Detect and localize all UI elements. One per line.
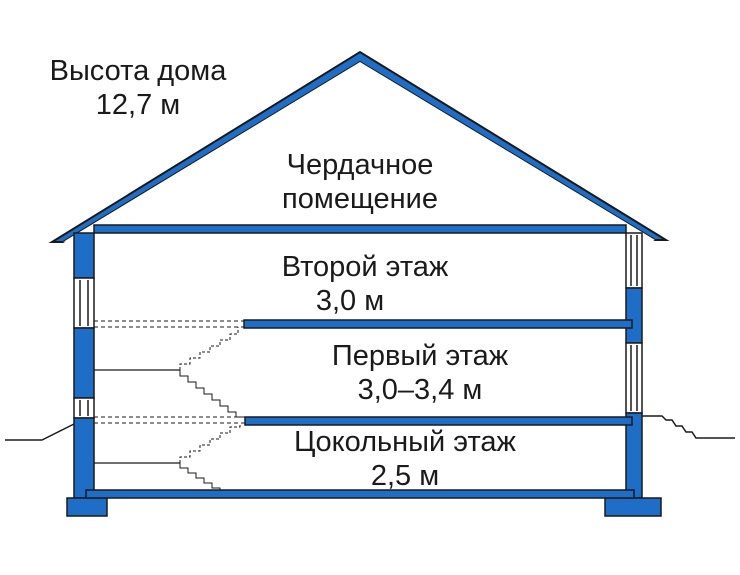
staircase-upper bbox=[179, 327, 245, 418]
first-floor-height: 3,0–3,4 м bbox=[357, 374, 483, 406]
second-floor-height: 3,0 м bbox=[315, 285, 385, 317]
first-floor-label: Первый этаж 3,0–3,4 м bbox=[285, 339, 555, 407]
landings bbox=[94, 369, 180, 464]
right-wall bbox=[604, 232, 662, 517]
second-floor-name: Второй этаж bbox=[281, 251, 449, 283]
dashed-slab-lines bbox=[94, 320, 245, 424]
attic-label-line2: помещение bbox=[282, 183, 438, 215]
roof bbox=[48, 50, 670, 243]
floor-slabs bbox=[85, 224, 635, 499]
house-height-value: 12,7 м bbox=[95, 89, 181, 121]
attic-slab bbox=[93, 224, 627, 234]
second-floor-label: Второй этаж 3,0 м bbox=[230, 250, 500, 318]
house-height-title: Высота дома bbox=[49, 55, 227, 87]
first-floor-name: Первый этаж bbox=[331, 340, 509, 372]
basement-slab bbox=[85, 489, 635, 499]
second-floor-slab bbox=[243, 319, 633, 329]
first-floor-slab bbox=[244, 416, 633, 426]
basement-name: Цокольный этаж bbox=[294, 426, 516, 458]
ground-line bbox=[5, 415, 735, 441]
house-height-label: Высота дома 12,7 м bbox=[20, 54, 256, 122]
attic-label-line1: Чердачное bbox=[286, 149, 434, 181]
basement-label: Цокольный этаж 2,5 м bbox=[255, 425, 555, 493]
attic-label: Чердачное помещение bbox=[230, 148, 490, 216]
staircase-lower bbox=[179, 423, 241, 490]
basement-height: 2,5 м bbox=[370, 460, 440, 492]
left-wall bbox=[66, 232, 108, 517]
